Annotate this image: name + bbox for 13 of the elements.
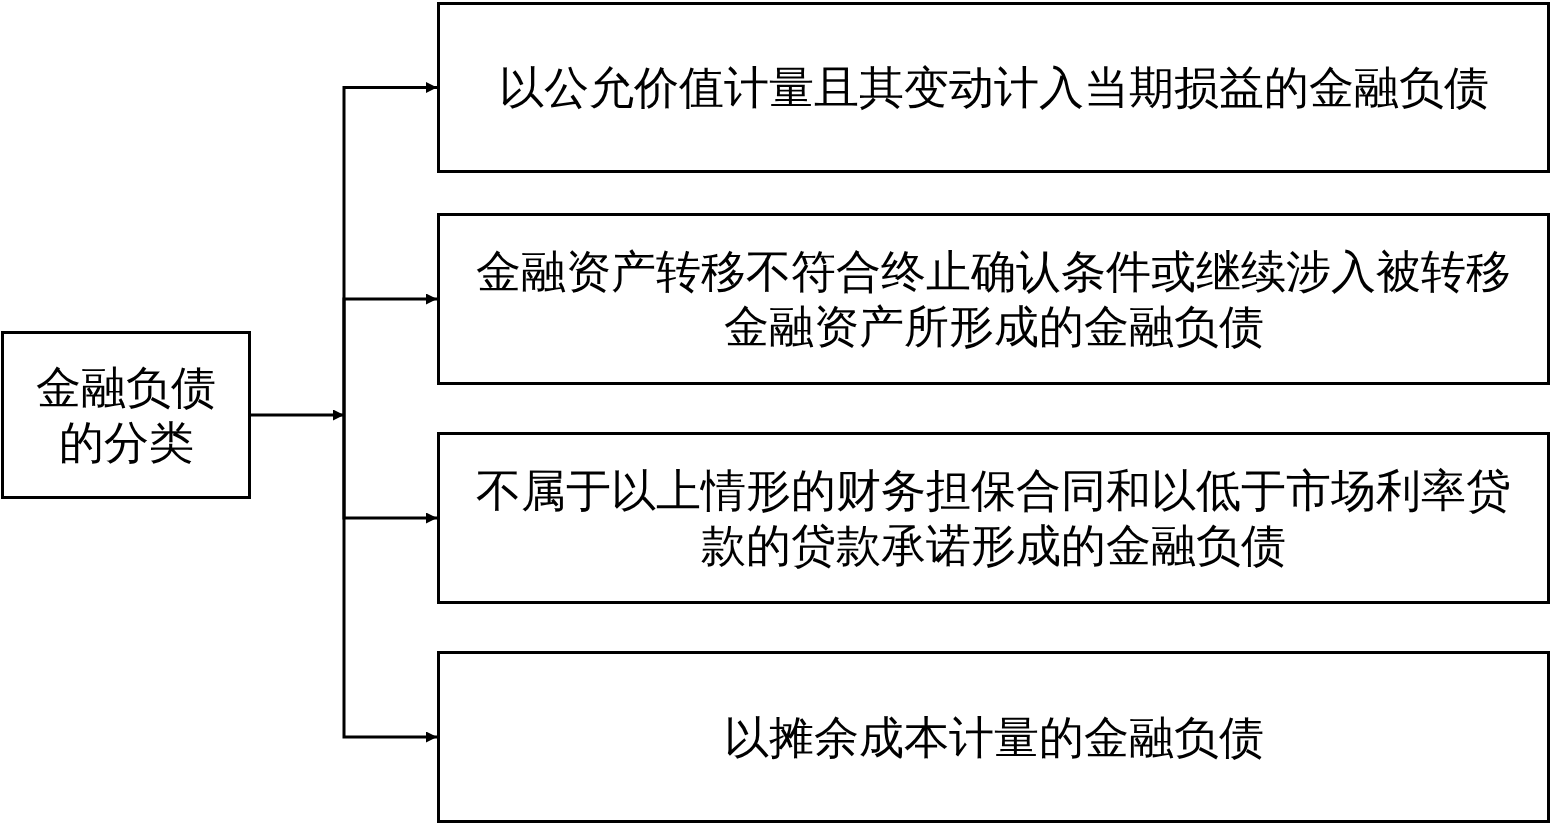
category-box xyxy=(437,432,1550,604)
box-text: 金融资产转移不符合终止确认条件或继续涉入被转移金融资产所形成的金融负债 xyxy=(475,244,1512,354)
category-box xyxy=(437,2,1550,173)
box-text: 不属于以上情形的财务担保合同和以低于市场利率贷款的贷款承诺形成的金融负债 xyxy=(475,463,1512,573)
root-box xyxy=(1,331,251,499)
box-text: 金融负债的分类 xyxy=(35,360,217,470)
box-text: 以摊余成本计量的金融负债 xyxy=(723,709,1264,765)
box-text: 以公允价值计量且其变动计入当期损益的金融负债 xyxy=(498,60,1489,115)
category-box xyxy=(437,651,1550,823)
category-box xyxy=(437,213,1550,385)
arrow xyxy=(251,409,344,421)
arrow xyxy=(342,415,437,743)
arrow xyxy=(342,293,437,415)
